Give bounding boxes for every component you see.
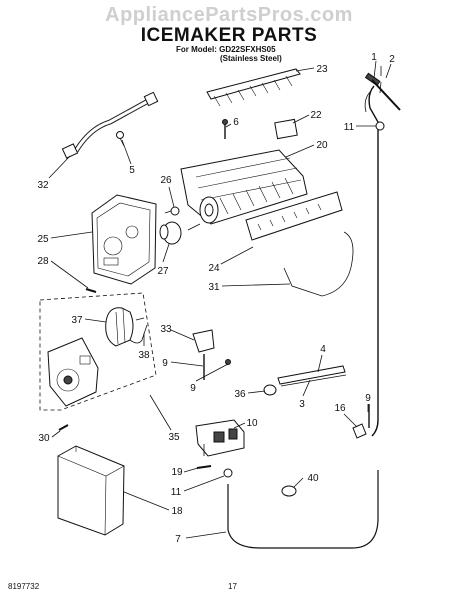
callout-labels: 1 2 23 6 22 11 5 20 32 26 25 28 27 24 31… xyxy=(37,52,395,545)
page-number: 17 xyxy=(228,582,237,591)
callout-27: 27 xyxy=(157,266,169,277)
callout-6: 6 xyxy=(233,117,239,128)
wire-harness xyxy=(61,91,159,159)
callout-11-top: 11 xyxy=(344,122,355,133)
ice-stripper xyxy=(245,191,343,241)
callout-9-b: 9 xyxy=(190,383,196,394)
callout-7: 7 xyxy=(175,534,181,545)
shutoff-arm xyxy=(206,68,301,107)
callout-16: 16 xyxy=(334,403,346,414)
callout-23: 23 xyxy=(316,64,328,75)
ice-mold xyxy=(180,149,308,231)
callout-35: 35 xyxy=(168,432,180,443)
callout-9-a: 9 xyxy=(162,358,168,369)
callout-32: 32 xyxy=(37,180,49,191)
callout-22: 22 xyxy=(310,110,322,121)
cover-block xyxy=(274,118,298,140)
callout-26: 26 xyxy=(160,175,172,186)
finish-line: (Stainless Steel) xyxy=(220,54,282,63)
callout-4: 4 xyxy=(320,344,326,355)
pad-18 xyxy=(57,445,125,536)
callout-10: 10 xyxy=(246,418,258,429)
screw-6 xyxy=(222,119,228,139)
callout-28: 28 xyxy=(37,256,49,267)
leader-lines xyxy=(48,60,392,539)
clamp-16 xyxy=(352,404,370,439)
page-title: ICEMAKER PARTS xyxy=(140,25,318,46)
callout-19: 19 xyxy=(171,467,183,478)
callout-36: 36 xyxy=(234,389,246,400)
module-cover xyxy=(91,194,157,285)
callout-2: 2 xyxy=(389,54,395,65)
motor-37 xyxy=(105,307,145,347)
callout-30: 30 xyxy=(38,433,50,444)
water-valve-10 xyxy=(195,419,245,457)
callout-20: 20 xyxy=(316,140,328,151)
screw-19 xyxy=(196,465,212,469)
callout-33: 33 xyxy=(160,324,172,335)
water-fitting xyxy=(364,66,401,111)
screw-28 xyxy=(85,288,97,293)
hose-4 xyxy=(263,365,347,396)
leads-38 xyxy=(129,324,148,344)
document-number: 8197732 xyxy=(8,582,40,591)
module-plate xyxy=(47,337,99,407)
watermark: AppliancePartsPros.com xyxy=(105,4,353,26)
callout-11-bottom: 11 xyxy=(171,487,182,498)
callout-38: 38 xyxy=(138,350,150,361)
clip-5 xyxy=(116,131,125,147)
callout-31: 31 xyxy=(208,282,220,293)
assembly-outline xyxy=(39,292,157,411)
coupling-27 xyxy=(159,221,182,245)
callout-25: 25 xyxy=(37,234,49,245)
callout-5: 5 xyxy=(129,165,135,176)
screw-30 xyxy=(58,424,69,431)
nut-11 xyxy=(223,468,233,478)
shutoff-wire xyxy=(283,231,354,297)
callout-37: 37 xyxy=(71,315,83,326)
grommet-40 xyxy=(281,485,297,497)
callout-24: 24 xyxy=(208,263,220,274)
callout-1: 1 xyxy=(371,52,377,63)
callout-9-c: 9 xyxy=(365,393,371,404)
callout-3: 3 xyxy=(299,399,305,410)
bracket-33 xyxy=(192,329,231,380)
callout-40: 40 xyxy=(307,473,319,484)
callout-18: 18 xyxy=(171,506,183,517)
model-line: For Model: GD22SFXHS05 xyxy=(176,45,276,54)
screw-26 xyxy=(164,206,180,216)
